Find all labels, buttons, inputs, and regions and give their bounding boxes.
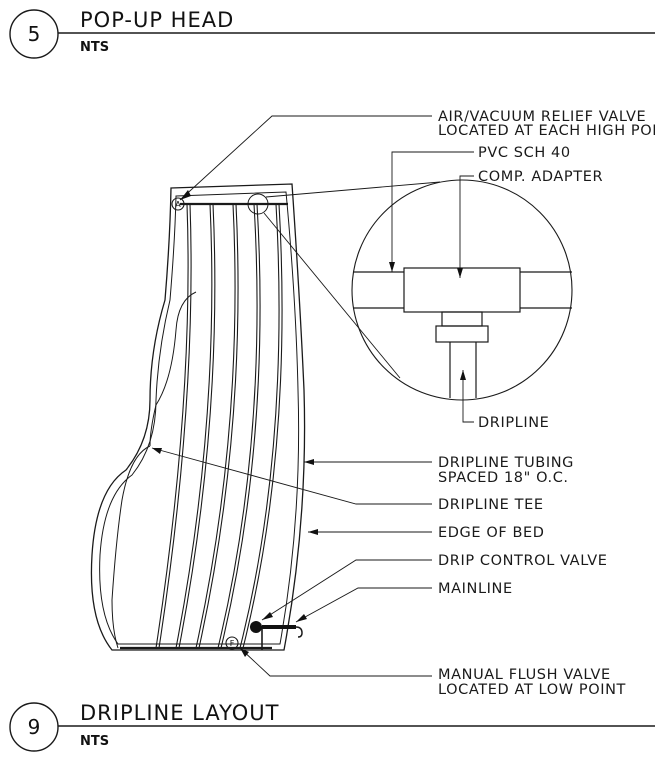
detail-number: 5: [28, 22, 41, 46]
drip-control-valve: [250, 621, 303, 650]
lateral-1: [155, 203, 189, 649]
lateral-4b: [220, 203, 261, 649]
lateral-5: [239, 203, 280, 649]
leader-mainline: [295, 587, 432, 623]
bed-contour-1: [149, 291, 197, 447]
detail-title: DRIPLINE LAYOUT: [80, 701, 280, 725]
leader-flush: [239, 647, 432, 677]
detail-reference-circle: [247, 193, 269, 215]
leader-lines: [151, 115, 474, 677]
leader-pvc: [391, 151, 474, 272]
comp-adapter-fitting: [435, 325, 489, 343]
control-valve-icon: [250, 621, 262, 633]
lateral-5b: [242, 203, 283, 649]
leader-tee: [151, 447, 432, 505]
label-mainline: MAINLINE: [438, 581, 513, 597]
detail-scale: NTS: [80, 40, 109, 55]
lateral-3: [195, 203, 236, 649]
label-air-relief-1: AIR/VACUUM RELIEF VALVE: [438, 109, 646, 125]
detail-scale: NTS: [80, 734, 109, 749]
lateral-2: [175, 203, 213, 649]
lateral-4: [217, 203, 258, 649]
air-relief-valve-marker: A: [171, 197, 185, 211]
leader-dripline: [462, 370, 474, 423]
label-tubing-1: DRIPLINE TUBING: [438, 455, 574, 471]
bed-edge: [90, 183, 306, 651]
leader-air-relief: [179, 115, 432, 201]
tee-outlet: [441, 311, 483, 327]
label-comp-adapter: COMP. ADAPTER: [478, 169, 603, 185]
flush-valve-marker: F: [225, 636, 239, 650]
detail-number-circle: [9, 702, 59, 752]
detail-number-circle: [9, 9, 59, 59]
callout-labels: AIR/VACUUM RELIEF VALVE LOCATED AT EACH …: [438, 109, 655, 698]
label-tubing-2: SPACED 18" O.C.: [438, 470, 569, 486]
detail-number: 9: [28, 715, 41, 739]
leader-comp-adapter: [459, 175, 474, 278]
label-dripline: DRIPLINE: [478, 415, 549, 431]
dripline-laterals: [155, 203, 283, 649]
bed-inner-edge: [99, 191, 300, 645]
label-pvc: PVC SCH 40: [478, 145, 571, 161]
label-flush-2: LOCATED AT LOW POINT: [438, 682, 626, 698]
lateral-1b: [158, 203, 192, 649]
label-control-valve: DRIP CONTROL VALVE: [438, 553, 608, 569]
mainline-end-icon: [295, 626, 303, 638]
detail-leader-top: [265, 181, 441, 198]
detail-title: POP-UP HEAD: [80, 8, 234, 32]
lateral-3b: [198, 203, 239, 649]
label-air-relief-2: LOCATED AT EACH HIGH POINT: [438, 123, 655, 139]
detail-leader-bottom: [263, 212, 401, 379]
marker-f-label: F: [230, 639, 235, 648]
bed-contour-2: [111, 445, 151, 649]
marker-a-label: A: [175, 200, 181, 209]
label-tee: DRIPLINE TEE: [438, 497, 544, 513]
label-edge: EDGE OF BED: [438, 525, 545, 541]
leader-control-valve: [261, 559, 432, 621]
top-title-block: 5 POP-UP HEAD NTS: [9, 8, 655, 59]
bottom-title-block: 9 DRIPLINE LAYOUT NTS: [9, 701, 655, 752]
lateral-2b: [178, 203, 216, 649]
label-flush-1: MANUAL FLUSH VALVE: [438, 667, 611, 683]
tee-fitting: [403, 267, 521, 313]
detail-bubble: [351, 179, 573, 401]
magnified-detail: [263, 179, 573, 401]
